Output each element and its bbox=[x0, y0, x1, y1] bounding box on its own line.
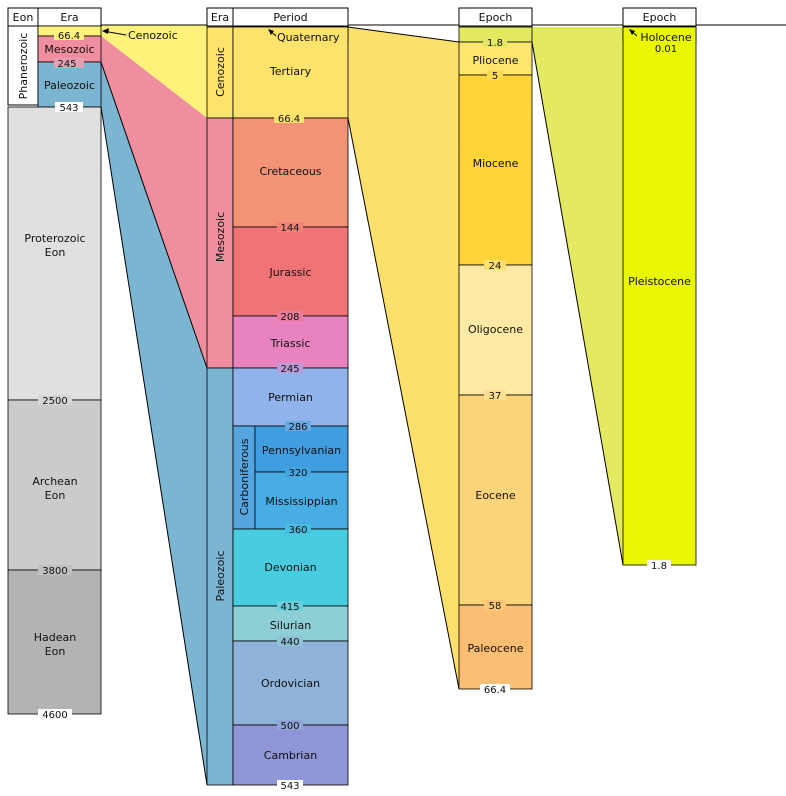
col3-boundary-37: 37 bbox=[489, 391, 502, 402]
epoch-miocene-label: Miocene bbox=[473, 157, 519, 170]
period-cambrian-label: Cambrian bbox=[264, 749, 317, 762]
hadean-label-line2: Eon bbox=[45, 645, 66, 658]
period-cell-pennsylvanian bbox=[254, 425, 349, 473]
col2-boundary-543: 543 bbox=[280, 781, 299, 792]
hadean-label-line1: Hadean bbox=[34, 631, 77, 644]
period-cell-jurassic bbox=[232, 226, 349, 317]
quaternary-epoch-column: Epoch Holocene 0.01 Pleistocene 1.8 bbox=[622, 7, 697, 572]
col3-boundary-66.4: 66.4 bbox=[484, 685, 506, 696]
era-period-column: Era Period Cenozoic Mesozoic Paleozoic Q… bbox=[206, 7, 349, 792]
period-cretaceous-label: Cretaceous bbox=[259, 165, 321, 178]
era2-cell-cenozoic bbox=[206, 26, 234, 119]
eon-era-column: Eon Era Phanerozoic Mesozoic Paleozoic P… bbox=[7, 7, 178, 721]
epoch-pleistocene-label: Pleistocene bbox=[628, 275, 691, 288]
period-carboniferous-label: Carboniferous bbox=[238, 438, 251, 515]
mesozoic-connector-wedge bbox=[101, 36, 207, 368]
paleozoic-connector-wedge bbox=[101, 62, 207, 785]
epoch-holocene-label: Holocene bbox=[640, 31, 692, 44]
epoch-eocene-label: Eocene bbox=[475, 489, 515, 502]
period-jurassic-label: Jurassic bbox=[268, 266, 311, 279]
epoch2-header: Epoch bbox=[643, 11, 677, 24]
col1-boundary-66.4: 66.4 bbox=[58, 31, 80, 42]
col3-boundary-58: 58 bbox=[489, 601, 502, 612]
col2-boundary-286: 286 bbox=[288, 422, 307, 433]
quaternary-callout-arrowhead bbox=[268, 29, 274, 35]
col3-boundary-24: 24 bbox=[489, 261, 502, 272]
period-quaternary-label: Quaternary bbox=[277, 31, 340, 44]
tertiary-connector-wedge bbox=[348, 27, 459, 689]
epoch-pliocene-label: Pliocene bbox=[472, 54, 518, 67]
era-header: Era bbox=[60, 11, 78, 24]
col3-boundary-1.8: 1.8 bbox=[487, 38, 503, 49]
tertiary-epoch-column: Epoch Pliocene Miocene Oligocene Eocene … bbox=[458, 7, 533, 696]
col2-boundary-415: 415 bbox=[280, 602, 299, 613]
period-tertiary-label: Tertiary bbox=[269, 65, 312, 78]
col1-boundary-245: 245 bbox=[57, 59, 76, 70]
col2-boundary-360: 360 bbox=[288, 525, 307, 536]
col2-boundary-500: 500 bbox=[280, 721, 299, 732]
period-cell-tertiary bbox=[232, 26, 349, 119]
period-triassic-label: Triassic bbox=[270, 337, 311, 350]
col1-boundary-2500: 2500 bbox=[42, 396, 67, 407]
period-cell-devonian bbox=[232, 528, 349, 607]
epoch-cell-eocene bbox=[458, 394, 533, 606]
period-cell-silurian bbox=[232, 605, 349, 642]
proterozoic-label-line1: Proterozoic bbox=[24, 232, 85, 245]
eon-cell-proterozoic bbox=[7, 106, 102, 401]
period-cell-mississippian bbox=[254, 471, 349, 530]
cenozoic-callout-label: Cenozoic bbox=[128, 29, 178, 42]
era2-header: Era bbox=[211, 11, 229, 24]
era2-paleozoic-label: Paleozoic bbox=[214, 550, 227, 601]
proterozoic-label-line2: Eon bbox=[45, 246, 66, 259]
era2-cenozoic-label: Cenozoic bbox=[214, 47, 227, 97]
era2-cell-mesozoic bbox=[206, 117, 234, 369]
period-cell-cretaceous bbox=[232, 117, 349, 228]
eon-cell-hadean bbox=[7, 569, 102, 715]
archean-label-line1: Archean bbox=[32, 475, 77, 488]
period-cell-permian bbox=[232, 367, 349, 427]
period-silurian-label: Silurian bbox=[270, 619, 311, 632]
quaternary-connector-wedge bbox=[532, 27, 623, 565]
period-pennsylvanian-label: Pennsylvanian bbox=[262, 444, 341, 457]
phanerozoic-label: Phanerozoic bbox=[17, 33, 30, 100]
col3-boundary-5: 5 bbox=[492, 71, 498, 82]
period-cell-cambrian bbox=[232, 724, 349, 786]
col2-boundary-440: 440 bbox=[280, 637, 299, 648]
era2-mesozoic-label: Mesozoic bbox=[214, 212, 227, 262]
epoch-cell-miocene bbox=[458, 74, 533, 266]
col2-boundary-320: 320 bbox=[288, 468, 307, 479]
col1-boundary-3800: 3800 bbox=[42, 566, 67, 577]
cenozoic-callout-arrowhead bbox=[102, 28, 109, 34]
col4-boundary-1.8: 1.8 bbox=[651, 561, 667, 572]
col2-boundary-245: 245 bbox=[280, 364, 299, 375]
epoch-paleocene-label: Paleocene bbox=[468, 642, 524, 655]
col2-boundary-144: 144 bbox=[280, 223, 299, 234]
period-devonian-label: Devonian bbox=[264, 561, 316, 574]
period-ordovician-label: Ordovician bbox=[261, 677, 320, 690]
cenozoic-connector-wedge bbox=[101, 25, 207, 118]
col2-boundary-66.4: 66.4 bbox=[278, 114, 300, 125]
period-header: Period bbox=[273, 11, 307, 24]
epoch-cell-pliocene bbox=[458, 41, 533, 76]
eon-cell-archean bbox=[7, 399, 102, 571]
epoch-cell-paleocene bbox=[458, 604, 533, 690]
epoch-oligocene-label: Oligocene bbox=[468, 323, 523, 336]
period-permian-label: Permian bbox=[268, 391, 313, 404]
col2-boundary-208: 208 bbox=[280, 312, 299, 323]
era-cell-mesozoic bbox=[37, 35, 102, 63]
eon-header: Eon bbox=[13, 11, 34, 24]
epoch-cell-pleistocene bbox=[622, 26, 697, 566]
holocene-callout-arrowhead bbox=[629, 29, 635, 35]
era-mesozoic-label: Mesozoic bbox=[44, 43, 94, 56]
epoch-holocene-value: 0.01 bbox=[655, 44, 677, 55]
col1-boundary-4600: 4600 bbox=[42, 710, 67, 721]
epoch1-header: Epoch bbox=[479, 11, 513, 24]
period-mississippian-label: Mississippian bbox=[265, 495, 337, 508]
col1-boundary-543: 543 bbox=[59, 103, 78, 114]
archean-label-line2: Eon bbox=[45, 489, 66, 502]
era-paleozoic-label: Paleozoic bbox=[44, 79, 95, 92]
era2-cell-paleozoic bbox=[206, 367, 234, 786]
